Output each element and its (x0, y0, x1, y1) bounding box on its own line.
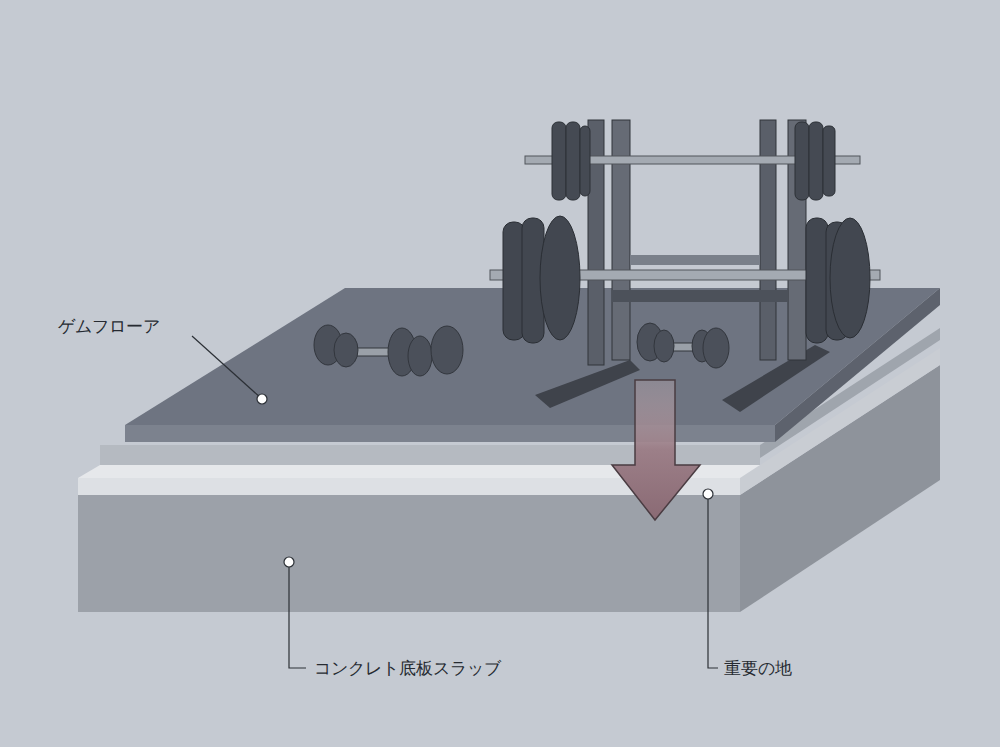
load-arrow (612, 380, 700, 520)
dumbbell (637, 323, 729, 368)
leader-lines (192, 336, 718, 668)
part-label: コンクレト底板スラッブ (314, 658, 501, 678)
part-label: ゲムフローア (58, 316, 160, 336)
leader-dots (257, 394, 713, 567)
squat-rack (490, 120, 880, 412)
part-label: 重要の地 (724, 658, 792, 678)
dumbbell (314, 325, 463, 376)
